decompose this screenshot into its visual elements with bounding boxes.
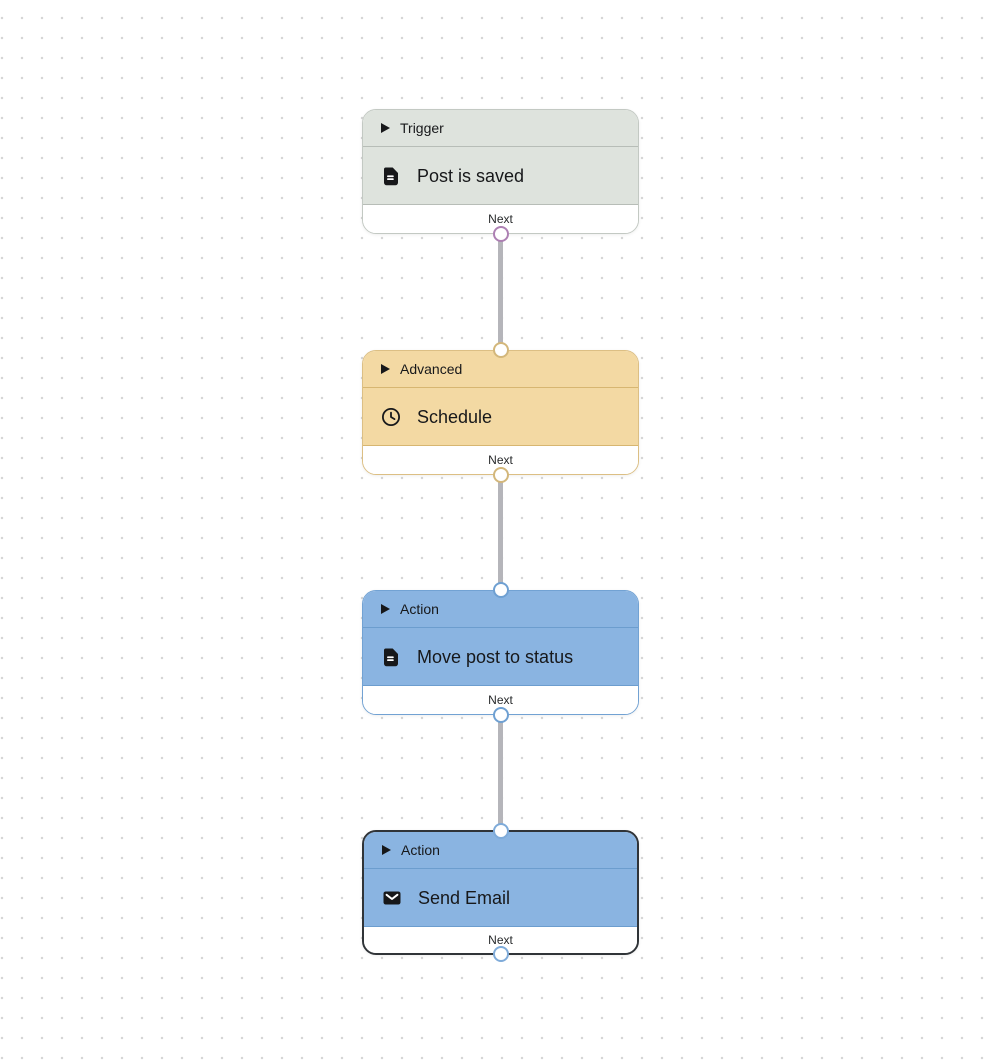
input-port[interactable]	[492, 342, 509, 358]
workflow-node-send-email[interactable]: Action Send Email Next	[362, 823, 639, 962]
workflow-node-schedule[interactable]: Advanced Schedule Next	[362, 342, 639, 483]
clock-icon	[381, 407, 401, 427]
node-category-label: Action	[401, 842, 440, 858]
node-title: Post is saved	[417, 165, 525, 186]
next-label: Next	[488, 933, 513, 947]
disclosure-triangle-icon[interactable]	[381, 123, 390, 133]
output-port[interactable]	[492, 226, 509, 242]
output-port[interactable]	[492, 467, 509, 483]
node-header[interactable]: Trigger	[363, 110, 638, 147]
next-label: Next	[488, 693, 513, 707]
node-title: Schedule	[417, 406, 493, 427]
disclosure-triangle-icon[interactable]	[381, 364, 390, 374]
document-icon	[381, 647, 401, 667]
node-title: Send Email	[418, 887, 511, 908]
node-title: Move post to status	[417, 646, 574, 667]
input-port[interactable]	[492, 823, 509, 839]
disclosure-triangle-icon[interactable]	[381, 604, 390, 614]
node-body[interactable]: Send Email	[364, 869, 637, 927]
node-category-label: Advanced	[400, 361, 463, 377]
disclosure-triangle-icon[interactable]	[382, 845, 391, 855]
node-body[interactable]: Post is saved	[363, 147, 638, 205]
edge-connector	[497, 475, 503, 590]
node-header[interactable]: Action	[363, 591, 638, 628]
workflow-node-move-post[interactable]: Action Move post to status Next	[362, 582, 639, 723]
node-category-label: Action	[400, 601, 439, 617]
edge-connector	[497, 715, 503, 830]
next-label: Next	[488, 453, 513, 467]
output-port[interactable]	[492, 946, 509, 962]
workflow-node-trigger[interactable]: Trigger Post is saved Next	[362, 109, 639, 242]
output-port[interactable]	[492, 707, 509, 723]
node-body[interactable]: Schedule	[363, 388, 638, 446]
mail-icon	[382, 888, 402, 908]
input-port[interactable]	[492, 582, 509, 598]
node-body[interactable]: Move post to status	[363, 628, 638, 686]
document-icon	[381, 166, 401, 186]
next-label: Next	[488, 212, 513, 226]
node-category-label: Trigger	[400, 120, 444, 136]
edge-connector	[497, 234, 503, 350]
